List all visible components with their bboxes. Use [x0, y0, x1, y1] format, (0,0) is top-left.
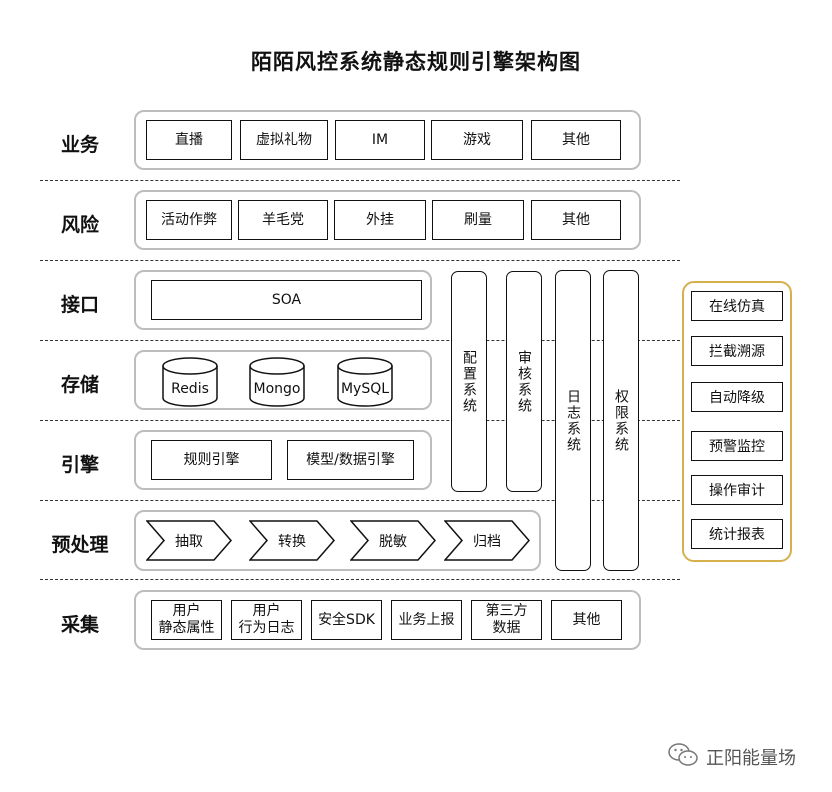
mongo-cylinder: Mongo [249, 357, 305, 407]
permission-system-bar: 权限系统 [603, 270, 639, 571]
preprocess-step: 抽取 [146, 520, 232, 561]
collect-item: 第三方 数据 [471, 600, 542, 640]
preprocess-step: 归档 [444, 520, 530, 561]
side-panel-item: 自动降级 [691, 382, 783, 412]
watermark: 正阳能量场 [668, 742, 796, 772]
layer-label-business: 业务 [60, 134, 99, 156]
risk-item: 其他 [531, 200, 621, 240]
risk-item: 羊毛党 [238, 200, 328, 240]
side-panel-item: 操作审计 [691, 475, 783, 505]
watermark-text: 正阳能量场 [706, 748, 796, 769]
business-item: 其他 [531, 120, 621, 160]
risk-item: 刷量 [432, 200, 524, 240]
preprocess-step: 脱敏 [350, 520, 436, 561]
vertical-system-label: 权限系统 [613, 389, 629, 453]
layer-label-collect: 采集 [60, 614, 99, 636]
layer-divider [40, 500, 680, 501]
side-panel [682, 281, 792, 562]
engine-item: 模型/数据引擎 [287, 440, 414, 480]
storage-label: MySQL [340, 381, 390, 397]
layer-divider [40, 579, 680, 580]
mysql-cylinder: MySQL [337, 357, 393, 407]
collect-item: 业务上报 [391, 600, 462, 640]
side-panel-item: 在线仿真 [691, 291, 783, 321]
vertical-system-label: 配置系统 [461, 350, 477, 414]
storage-label: Redis [171, 381, 209, 397]
audit-system-bar: 审核系统 [506, 271, 542, 492]
collect-item: 其他 [551, 600, 622, 640]
business-item: 游戏 [431, 120, 523, 160]
risk-item: 活动作弊 [146, 200, 232, 240]
preprocess-step-label: 转换 [278, 533, 306, 550]
vertical-system-label: 审核系统 [516, 350, 532, 414]
layer-divider [40, 340, 680, 341]
vertical-system-label: 日志系统 [565, 389, 581, 453]
preprocess-step-label: 抽取 [175, 533, 203, 550]
side-panel-item: 拦截溯源 [691, 336, 783, 366]
side-panel-item: 预警监控 [691, 431, 783, 461]
collect-item: 用户 静态属性 [151, 600, 222, 640]
soa-box: SOA [151, 280, 422, 320]
layer-divider [40, 180, 680, 181]
layer-label-engine: 引擎 [60, 454, 99, 476]
risk-item: 外挂 [334, 200, 426, 240]
business-item: 虚拟礼物 [240, 120, 328, 160]
business-item: 直播 [146, 120, 232, 160]
layer-label-storage: 存储 [60, 374, 99, 396]
preprocess-step-label: 脱敏 [379, 533, 407, 550]
business-item: IM [335, 120, 425, 160]
wechat-icon [668, 742, 698, 772]
layer-label-preprocess: 预处理 [51, 534, 109, 556]
preprocess-step: 转换 [249, 520, 335, 561]
side-panel-item: 统计报表 [691, 519, 783, 549]
layer-label-interface: 接口 [60, 294, 99, 316]
redis-cylinder: Redis [162, 357, 218, 407]
collect-item: 安全SDK [311, 600, 382, 640]
layer-divider [40, 260, 680, 261]
log-system-bar: 日志系统 [555, 270, 591, 571]
layer-divider [40, 420, 680, 421]
config-system-bar: 配置系统 [451, 271, 487, 492]
layer-label-risk: 风险 [60, 214, 99, 236]
diagram-title: 陌陌风控系统静态规则引擎架构图 [251, 50, 581, 74]
collect-item: 用户 行为日志 [231, 600, 302, 640]
engine-item: 规则引擎 [151, 440, 272, 480]
preprocess-step-label: 归档 [473, 533, 501, 550]
storage-label: Mongo [253, 381, 301, 397]
